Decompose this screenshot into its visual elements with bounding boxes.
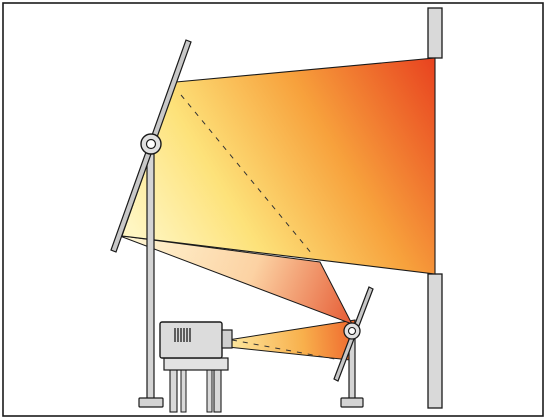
projector-body bbox=[159, 321, 223, 359]
large-mirror-icon bbox=[110, 39, 192, 408]
projector-leg-left-inner bbox=[180, 369, 187, 413]
axis-upper bbox=[180, 94, 313, 255]
projector-tray bbox=[163, 357, 229, 371]
small-mirror-base bbox=[340, 397, 364, 408]
axis-lower bbox=[231, 339, 341, 361]
projector-icon bbox=[159, 321, 233, 413]
wall-lower-segment bbox=[427, 273, 443, 409]
wall-upper-segment bbox=[427, 7, 443, 59]
large-mirror-base bbox=[138, 397, 164, 408]
large-mirror-pole bbox=[146, 149, 155, 403]
projector-leg-right-inner bbox=[206, 369, 213, 413]
large-mirror-pivot-center bbox=[145, 138, 157, 150]
projector-vents bbox=[174, 328, 191, 342]
small-mirror-pivot-center bbox=[347, 326, 357, 336]
optical-axis bbox=[180, 94, 341, 361]
small-mirror-icon bbox=[333, 286, 374, 408]
projector-lens bbox=[221, 329, 233, 349]
